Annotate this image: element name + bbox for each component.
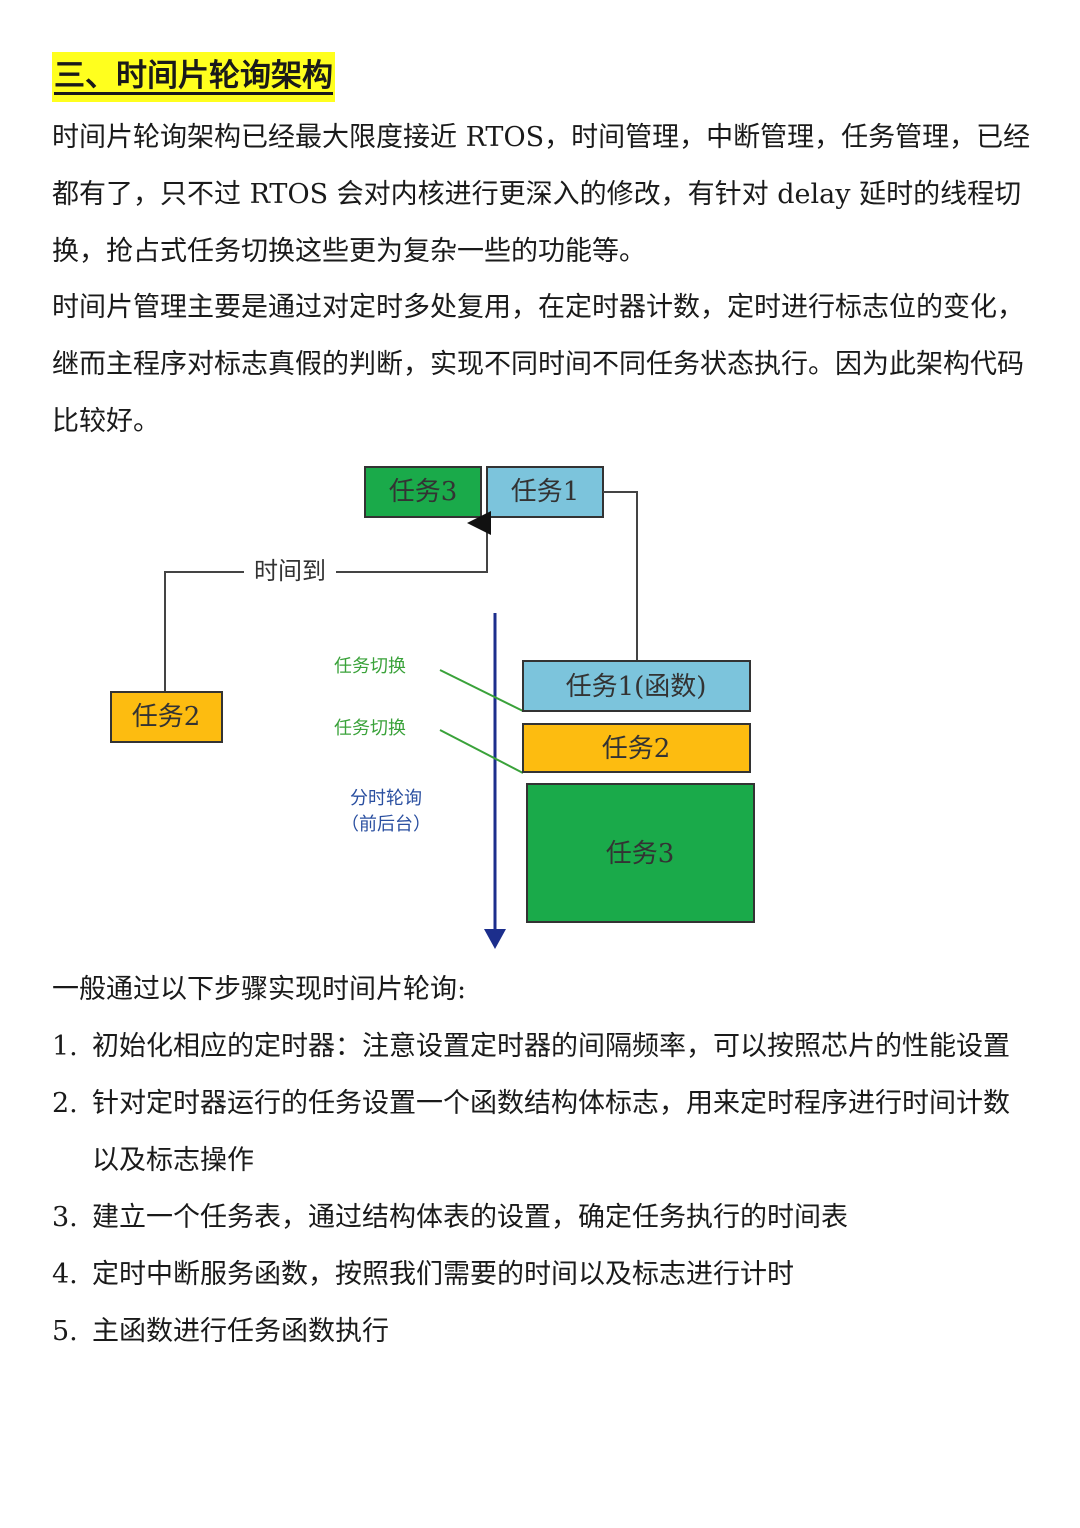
step-text: 初始化相应的定时器：注意设置定时器的间隔频率，可以按照芯片的性能设置 — [92, 1031, 1010, 1062]
stack-task2-label: 任务2 — [602, 734, 671, 764]
timeline-arrowhead — [484, 929, 506, 949]
step-number: 3. — [52, 1202, 78, 1233]
time-up-label: 时间到 — [254, 557, 326, 585]
task1-connector — [603, 491, 638, 661]
steps-list: 1. 初始化相应的定时器：注意设置定时器的间隔频率，可以按照芯片的性能设置 2. 针… — [52, 1018, 1032, 1360]
list-item: 1. 初始化相应的定时器：注意设置定时器的间隔频率，可以按照芯片的性能设置 — [52, 1018, 1032, 1075]
timeslice-paragraph: 时间片管理主要是通过对定时多处复用，在定时器计数，定时进行标志位的变化，继而主程… — [52, 292, 1024, 437]
left-task2-box — [110, 691, 223, 743]
time-up-path — [164, 511, 491, 692]
step-text: 建立一个任务表，通过结构体表的设置，确定任务执行的时间表 — [92, 1202, 848, 1233]
switch-label-1: 任务切换 — [334, 656, 406, 677]
list-item: 2. 针对定时器运行的任务设置一个函数结构体标志，用来定时程序进行时间计数以及标志… — [52, 1075, 1032, 1189]
step-number: 2. — [52, 1088, 78, 1119]
list-item: 4. 定时中断服务函数，按照我们需要的时间以及标志进行计时 — [52, 1246, 1032, 1303]
top-task3-label: 任务3 — [389, 477, 458, 507]
timeslice-diagram: 任务3 任务1 时间到 任务2 任务切换 任务切换 分时轮询 （前后台） 任务1… — [110, 466, 755, 949]
timeslice-label-line2: （前后台） — [341, 814, 431, 835]
top-task3-box — [364, 466, 482, 518]
stack-task1-box — [522, 660, 751, 712]
step-text: 主函数进行任务函数执行 — [92, 1316, 389, 1347]
stack-task3-box — [526, 783, 755, 923]
step-number: 1. — [52, 1031, 78, 1062]
switch-label-2: 任务切换 — [334, 718, 406, 739]
step-text: 定时中断服务函数，按照我们需要的时间以及标志进行计时 — [92, 1259, 794, 1290]
left-task2-label: 任务2 — [132, 702, 201, 732]
timeslice-label-line1: 分时轮询 — [350, 788, 422, 809]
switch-line-1 — [439, 669, 524, 712]
step-text: 针对定时器运行的任务设置一个函数结构体标志，用来定时程序进行时间计数以及标志操作 — [92, 1088, 1010, 1176]
list-item: 3. 建立一个任务表，通过结构体表的设置，确定任务执行的时间表 — [52, 1189, 1032, 1246]
section-heading: 三、时间片轮询架构 — [52, 52, 335, 102]
top-task1-label: 任务1 — [511, 477, 580, 507]
intro-paragraph: 时间片轮询架构已经最大限度接近 RTOS，时间管理，中断管理，任务管理，已经都有… — [52, 122, 1031, 267]
stack-task1-label: 任务1(函数) — [566, 672, 707, 702]
switch-line-2 — [439, 729, 524, 774]
list-item: 5. 主函数进行任务函数执行 — [52, 1303, 1032, 1360]
stack-task2-box — [522, 723, 751, 773]
step-number: 4. — [52, 1259, 78, 1290]
top-task1-box — [486, 466, 604, 518]
step-number: 5. — [52, 1316, 78, 1347]
steps-intro: 一般通过以下步骤实现时间片轮询: — [52, 974, 467, 1005]
stack-task3-label: 任务3 — [606, 839, 675, 869]
